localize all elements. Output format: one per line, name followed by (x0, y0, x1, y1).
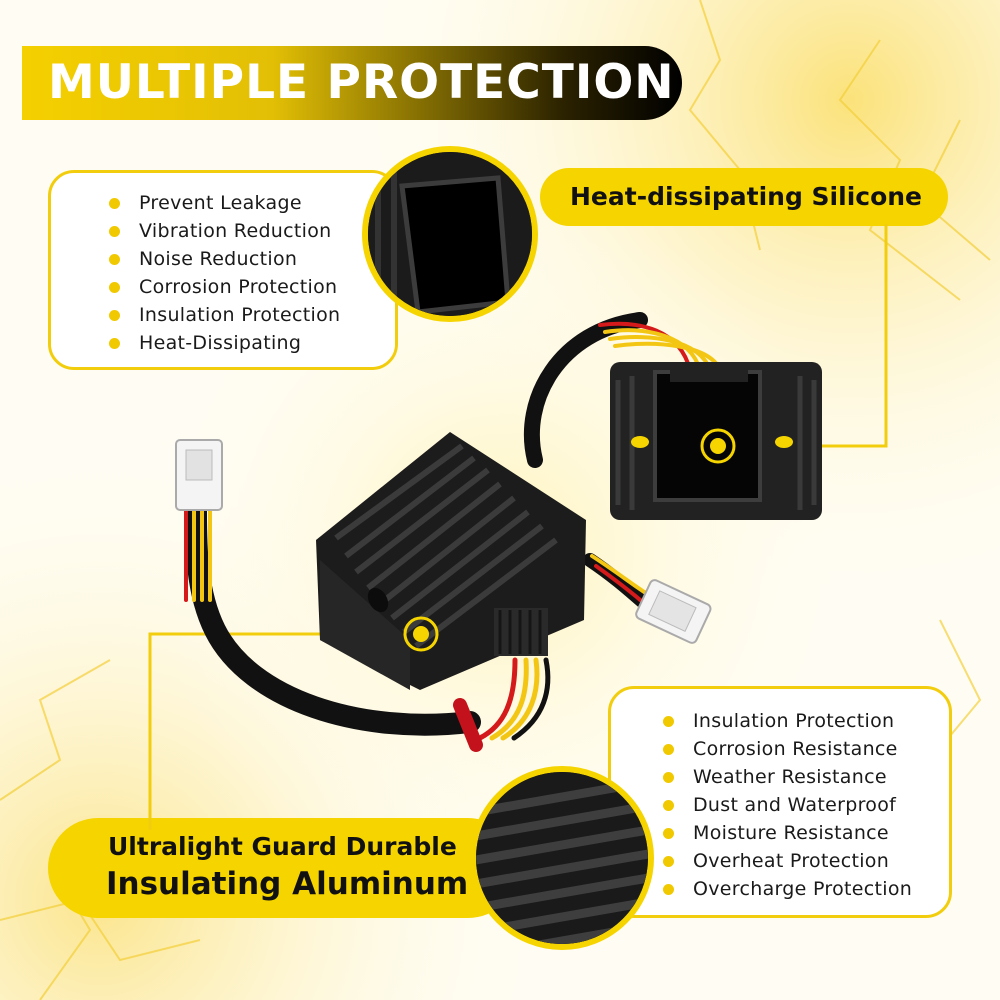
aluminum-label-pill: Ultralight Guard Durable Insulating Alum… (48, 818, 518, 918)
bullet-dot-icon (663, 884, 674, 895)
page-title: MULTIPLE PROTECTION (48, 55, 675, 110)
left-connector (175, 439, 223, 511)
silicone-zoom-image (362, 146, 538, 322)
aluminum-label-line2: Insulating Aluminum (106, 866, 469, 902)
bullet-dot-icon (663, 800, 674, 811)
aluminum-feature-list: Insulation Protection Corrosion Resistan… (663, 707, 912, 903)
bullet-dot-icon (109, 282, 120, 293)
list-item: Noise Reduction (109, 245, 340, 273)
bullet-dot-icon (109, 310, 120, 321)
bullet-dot-icon (109, 226, 120, 237)
silicone-closeup (368, 152, 532, 316)
bullet-dot-icon (663, 856, 674, 867)
list-item: Vibration Reduction (109, 217, 340, 245)
list-item: Overcharge Protection (663, 875, 912, 903)
bullet-dot-icon (663, 772, 674, 783)
list-item: Overheat Protection (663, 847, 912, 875)
silicone-label: Heat-dissipating Silicone (570, 182, 923, 211)
aluminum-closeup (476, 772, 648, 944)
silicone-features-box: Prevent Leakage Vibration Reduction Nois… (48, 170, 398, 370)
list-item: Insulation Protection (663, 707, 912, 735)
list-item: Heat-Dissipating (109, 329, 340, 357)
bullet-dot-icon (109, 338, 120, 349)
list-item: Weather Resistance (663, 763, 912, 791)
aluminum-label-line1: Ultralight Guard Durable (108, 832, 457, 861)
right-connector (635, 579, 712, 644)
aluminum-zoom-image (470, 766, 654, 950)
bullet-dot-icon (109, 254, 120, 265)
list-item: Corrosion Protection (109, 273, 340, 301)
aluminum-features-box: Insulation Protection Corrosion Resistan… (608, 686, 952, 918)
list-item: Moisture Resistance (663, 819, 912, 847)
bullet-dot-icon (663, 828, 674, 839)
list-item: Dust and Waterproof (663, 791, 912, 819)
silicone-label-pill: Heat-dissipating Silicone (540, 168, 948, 226)
list-item: Insulation Protection (109, 301, 340, 329)
bullet-dot-icon (663, 744, 674, 755)
list-item: Corrosion Resistance (663, 735, 912, 763)
list-item: Prevent Leakage (109, 189, 340, 217)
bullet-dot-icon (109, 198, 120, 209)
bullet-dot-icon (663, 716, 674, 727)
silicone-feature-list: Prevent Leakage Vibration Reduction Nois… (109, 189, 340, 357)
large-regulator (316, 432, 586, 690)
title-banner: MULTIPLE PROTECTION (22, 46, 682, 120)
